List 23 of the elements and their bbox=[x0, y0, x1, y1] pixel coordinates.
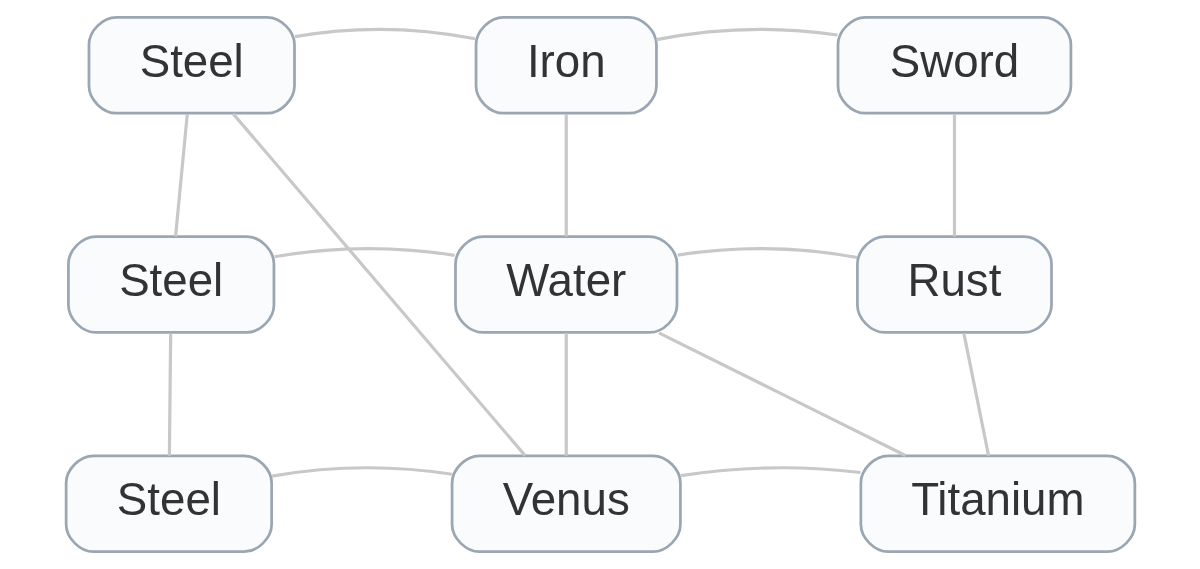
connector bbox=[271, 466, 452, 478]
node-box: Steel bbox=[87, 15, 296, 115]
connector bbox=[657, 331, 906, 457]
connector bbox=[273, 246, 455, 259]
node-box: Steel bbox=[64, 454, 273, 554]
connector bbox=[564, 333, 568, 456]
connector bbox=[952, 114, 956, 237]
node-box: Water bbox=[453, 235, 678, 334]
connector bbox=[961, 333, 990, 456]
connector bbox=[680, 466, 861, 478]
node-box: Sword bbox=[836, 15, 1072, 115]
connector bbox=[294, 27, 475, 41]
node-box: Venus bbox=[450, 454, 682, 554]
connector bbox=[564, 114, 568, 237]
node-box: Titanium bbox=[858, 454, 1136, 554]
connector bbox=[655, 27, 838, 42]
connector bbox=[677, 247, 857, 260]
connector bbox=[167, 333, 172, 456]
connector bbox=[231, 112, 526, 457]
node-box: Steel bbox=[66, 235, 275, 334]
node-box: Rust bbox=[855, 235, 1053, 334]
node-box: Iron bbox=[474, 15, 658, 115]
connector bbox=[173, 114, 189, 237]
